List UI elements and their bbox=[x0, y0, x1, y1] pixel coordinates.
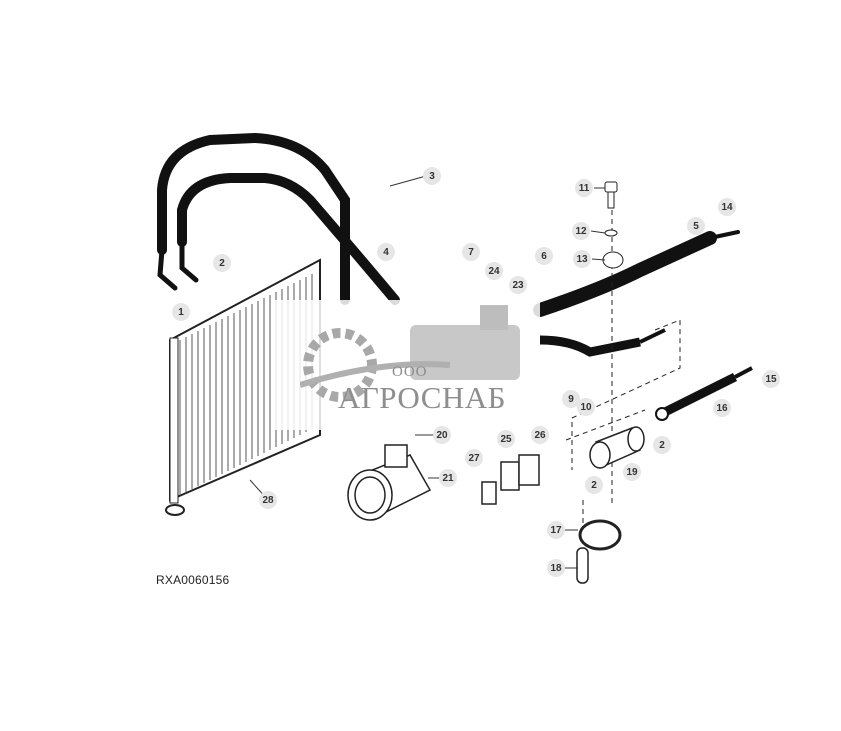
receiver-drier-19 bbox=[589, 426, 645, 469]
watermark-prefix: ООО bbox=[392, 364, 428, 380]
bracket-25 bbox=[500, 454, 540, 491]
hose-5 bbox=[533, 230, 740, 317]
callout-21: 21 bbox=[439, 469, 457, 487]
watermark-logo-icon bbox=[300, 305, 520, 402]
callout-18: 18 bbox=[547, 559, 565, 577]
callout-14: 14 bbox=[718, 198, 736, 216]
bolt-11 bbox=[602, 181, 624, 269]
callout-17: 17 bbox=[547, 521, 565, 539]
hose-16 bbox=[655, 366, 753, 421]
callout-15: 15 bbox=[762, 370, 780, 388]
callout-10: 10 bbox=[577, 398, 595, 416]
callout-11: 11 bbox=[575, 179, 593, 197]
callout-1: 1 bbox=[172, 303, 190, 321]
callout-4: 4 bbox=[377, 243, 395, 261]
callout-25: 25 bbox=[497, 430, 515, 448]
callout-2: 2 bbox=[213, 254, 231, 272]
callout-27: 27 bbox=[465, 449, 483, 467]
compressor-21 bbox=[347, 444, 432, 521]
callout-16: 16 bbox=[713, 399, 731, 417]
callout-6: 6 bbox=[535, 247, 553, 265]
callout-12: 12 bbox=[572, 222, 590, 240]
watermark-name: АГРОСНАБ bbox=[338, 380, 506, 415]
callout-9: 9 bbox=[562, 390, 580, 408]
hose-lower bbox=[539, 328, 666, 357]
callout-5: 5 bbox=[687, 217, 705, 235]
callout-24: 24 bbox=[485, 262, 503, 280]
callout-7: 7 bbox=[462, 243, 480, 261]
callout-26: 26 bbox=[531, 426, 549, 444]
bracket-27 bbox=[481, 481, 497, 505]
hose-assembly-4 bbox=[157, 132, 400, 305]
callout-3: 3 bbox=[423, 167, 441, 185]
callout-19: 19 bbox=[623, 463, 641, 481]
callout-23: 23 bbox=[509, 276, 527, 294]
callout-20: 20 bbox=[433, 426, 451, 444]
callout-28: 28 bbox=[259, 491, 277, 509]
callout-13: 13 bbox=[573, 250, 591, 268]
pin-18 bbox=[576, 547, 589, 584]
callout-2: 2 bbox=[585, 476, 603, 494]
reference-code: RXA0060156 bbox=[156, 573, 230, 587]
clamp-17 bbox=[578, 519, 622, 551]
callout-2: 2 bbox=[653, 436, 671, 454]
